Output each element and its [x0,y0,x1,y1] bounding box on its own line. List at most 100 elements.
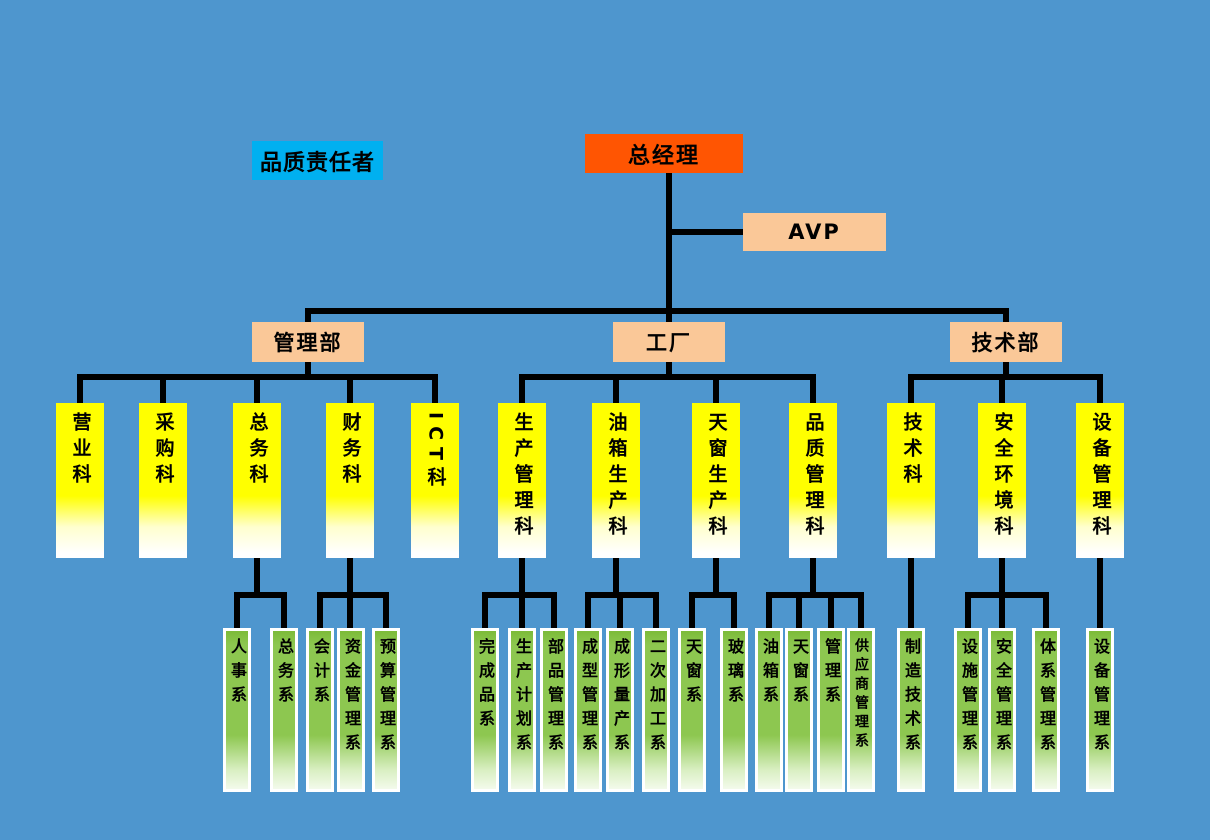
connector-drop [1043,592,1049,628]
connector-straight [908,558,914,628]
connector-drop [383,592,389,628]
unit-secondary-processing-label: 二次加工系 [647,638,666,758]
connector-drop [617,592,623,628]
connector-drop [254,374,260,403]
unit-box-general-affairs: 总务系 [270,628,298,792]
section-sunroof-production-label: 天窗生产科 [705,412,728,542]
connector-drop [653,592,659,628]
dept-box-factory: 工厂 [613,322,725,362]
unit-box-finished-goods: 完成品系 [471,628,499,792]
section-box-sales: 营业科 [56,403,104,558]
section-box-finance: 财务科 [326,403,374,558]
connector-root-vertical [666,173,672,324]
unit-management-label: 管理系 [822,638,841,710]
quality-responsible-badge: 品质责任者 [252,141,383,180]
section-safety-environment-label: 安全环境科 [991,412,1014,542]
unit-glass-label: 玻璃系 [725,638,744,710]
section-purchasing-label: 采购科 [152,412,175,490]
connector-drop [551,592,557,628]
connector-stem [347,558,353,598]
connector-drop [317,592,323,628]
unit-box-molding-management: 成型管理系 [574,628,602,792]
connector-stem [254,558,260,598]
connector-stem [519,558,525,598]
unit-molding-mass-production-label: 成形量产系 [611,638,630,758]
connector-drop [999,592,1005,628]
connector-main-horizontal [305,308,1009,314]
section-box-production-management: 生产管理科 [498,403,546,558]
connector-drop [234,592,240,628]
unit-box-fuel-tank: 油箱系 [755,628,783,792]
section-general-affairs-label: 总务科 [246,412,269,490]
unit-box-supplier-management: 供应商管理系 [847,628,875,792]
unit-box-molding-mass-production: 成形量产系 [606,628,634,792]
unit-sunroof-label: 天窗系 [683,638,702,710]
connector-drop [731,592,737,628]
unit-funds-management-label: 资金管理系 [342,638,361,758]
connector-drop [585,592,591,628]
section-production-management-label: 生产管理科 [511,412,534,542]
connector-drop [689,592,695,628]
unit-personnel-label: 人事系 [228,638,247,710]
connector-stem [713,558,719,598]
avp-label: AVP [788,220,841,244]
unit-finished-goods-label: 完成品系 [476,638,495,734]
section-box-fuel-tank-production: 油箱生产科 [592,403,640,558]
unit-accounting-label: 会计系 [311,638,330,710]
connector-tech-branch [908,374,1103,380]
general-manager-label: 总经理 [627,143,700,169]
section-ict-label: ICT科 [424,412,447,493]
unit-box-safety-management: 安全管理系 [988,628,1016,792]
dept-factory-label: 工厂 [646,331,692,355]
connector-drop [810,374,816,403]
dept-box-technology: 技术部 [950,322,1062,362]
connector-tech-stem [1003,362,1009,378]
connector-drop [965,592,971,628]
avp-box: AVP [743,213,886,251]
unit-molding-management-label: 成型管理系 [579,638,598,758]
unit-box-management: 管理系 [817,628,845,792]
section-quality-management-label: 品质管理科 [802,412,825,542]
connector-drop [613,374,619,403]
section-box-technology: 技术科 [887,403,935,558]
connector-drop [828,592,834,628]
unit-box-facilities-management: 设施管理系 [954,628,982,792]
unit-box-budget-management: 预算管理系 [372,628,400,792]
section-equipment-management-label: 设备管理科 [1089,412,1112,542]
section-box-safety-environment: 安全环境科 [978,403,1026,558]
dept-management-label: 管理部 [273,331,343,355]
connector-drop [519,592,525,628]
unit-system-management-label: 体系管理系 [1037,638,1056,758]
connector-avp-horizontal [666,229,746,235]
connector-branch [317,592,389,598]
connector-drop [347,374,353,403]
connector-drop [281,592,287,628]
section-box-general-affairs: 总务科 [233,403,281,558]
unit-parts-management-label: 部品管理系 [545,638,564,758]
connector-drop [858,592,864,628]
unit-safety-management-label: 安全管理系 [993,638,1012,758]
unit-manufacturing-technology-label: 制造技术系 [902,638,921,758]
connector-drop [519,374,525,403]
connector-branch [234,592,287,598]
connector-drop [77,374,83,403]
unit-box-sunroof-quality: 天窗系 [785,628,813,792]
unit-box-personnel: 人事系 [223,628,251,792]
unit-budget-management-label: 预算管理系 [377,638,396,758]
unit-box-sunroof: 天窗系 [678,628,706,792]
dept-technology-label: 技术部 [971,331,1041,355]
connector-branch [965,592,1049,598]
unit-box-equipment-management: 设备管理系 [1086,628,1114,792]
connector-drop [908,374,914,403]
unit-supplier-management-label: 供应商管理系 [853,638,869,752]
unit-fuel-tank-label: 油箱系 [760,638,779,710]
connector-drop [713,374,719,403]
connector-drop [482,592,488,628]
connector-branch [689,592,737,598]
section-box-ict: ICT科 [411,403,459,558]
unit-general-affairs-label: 总务系 [275,638,294,710]
connector-drop [766,592,772,628]
connector-stub-technology [1003,308,1009,324]
connector-drop [796,592,802,628]
